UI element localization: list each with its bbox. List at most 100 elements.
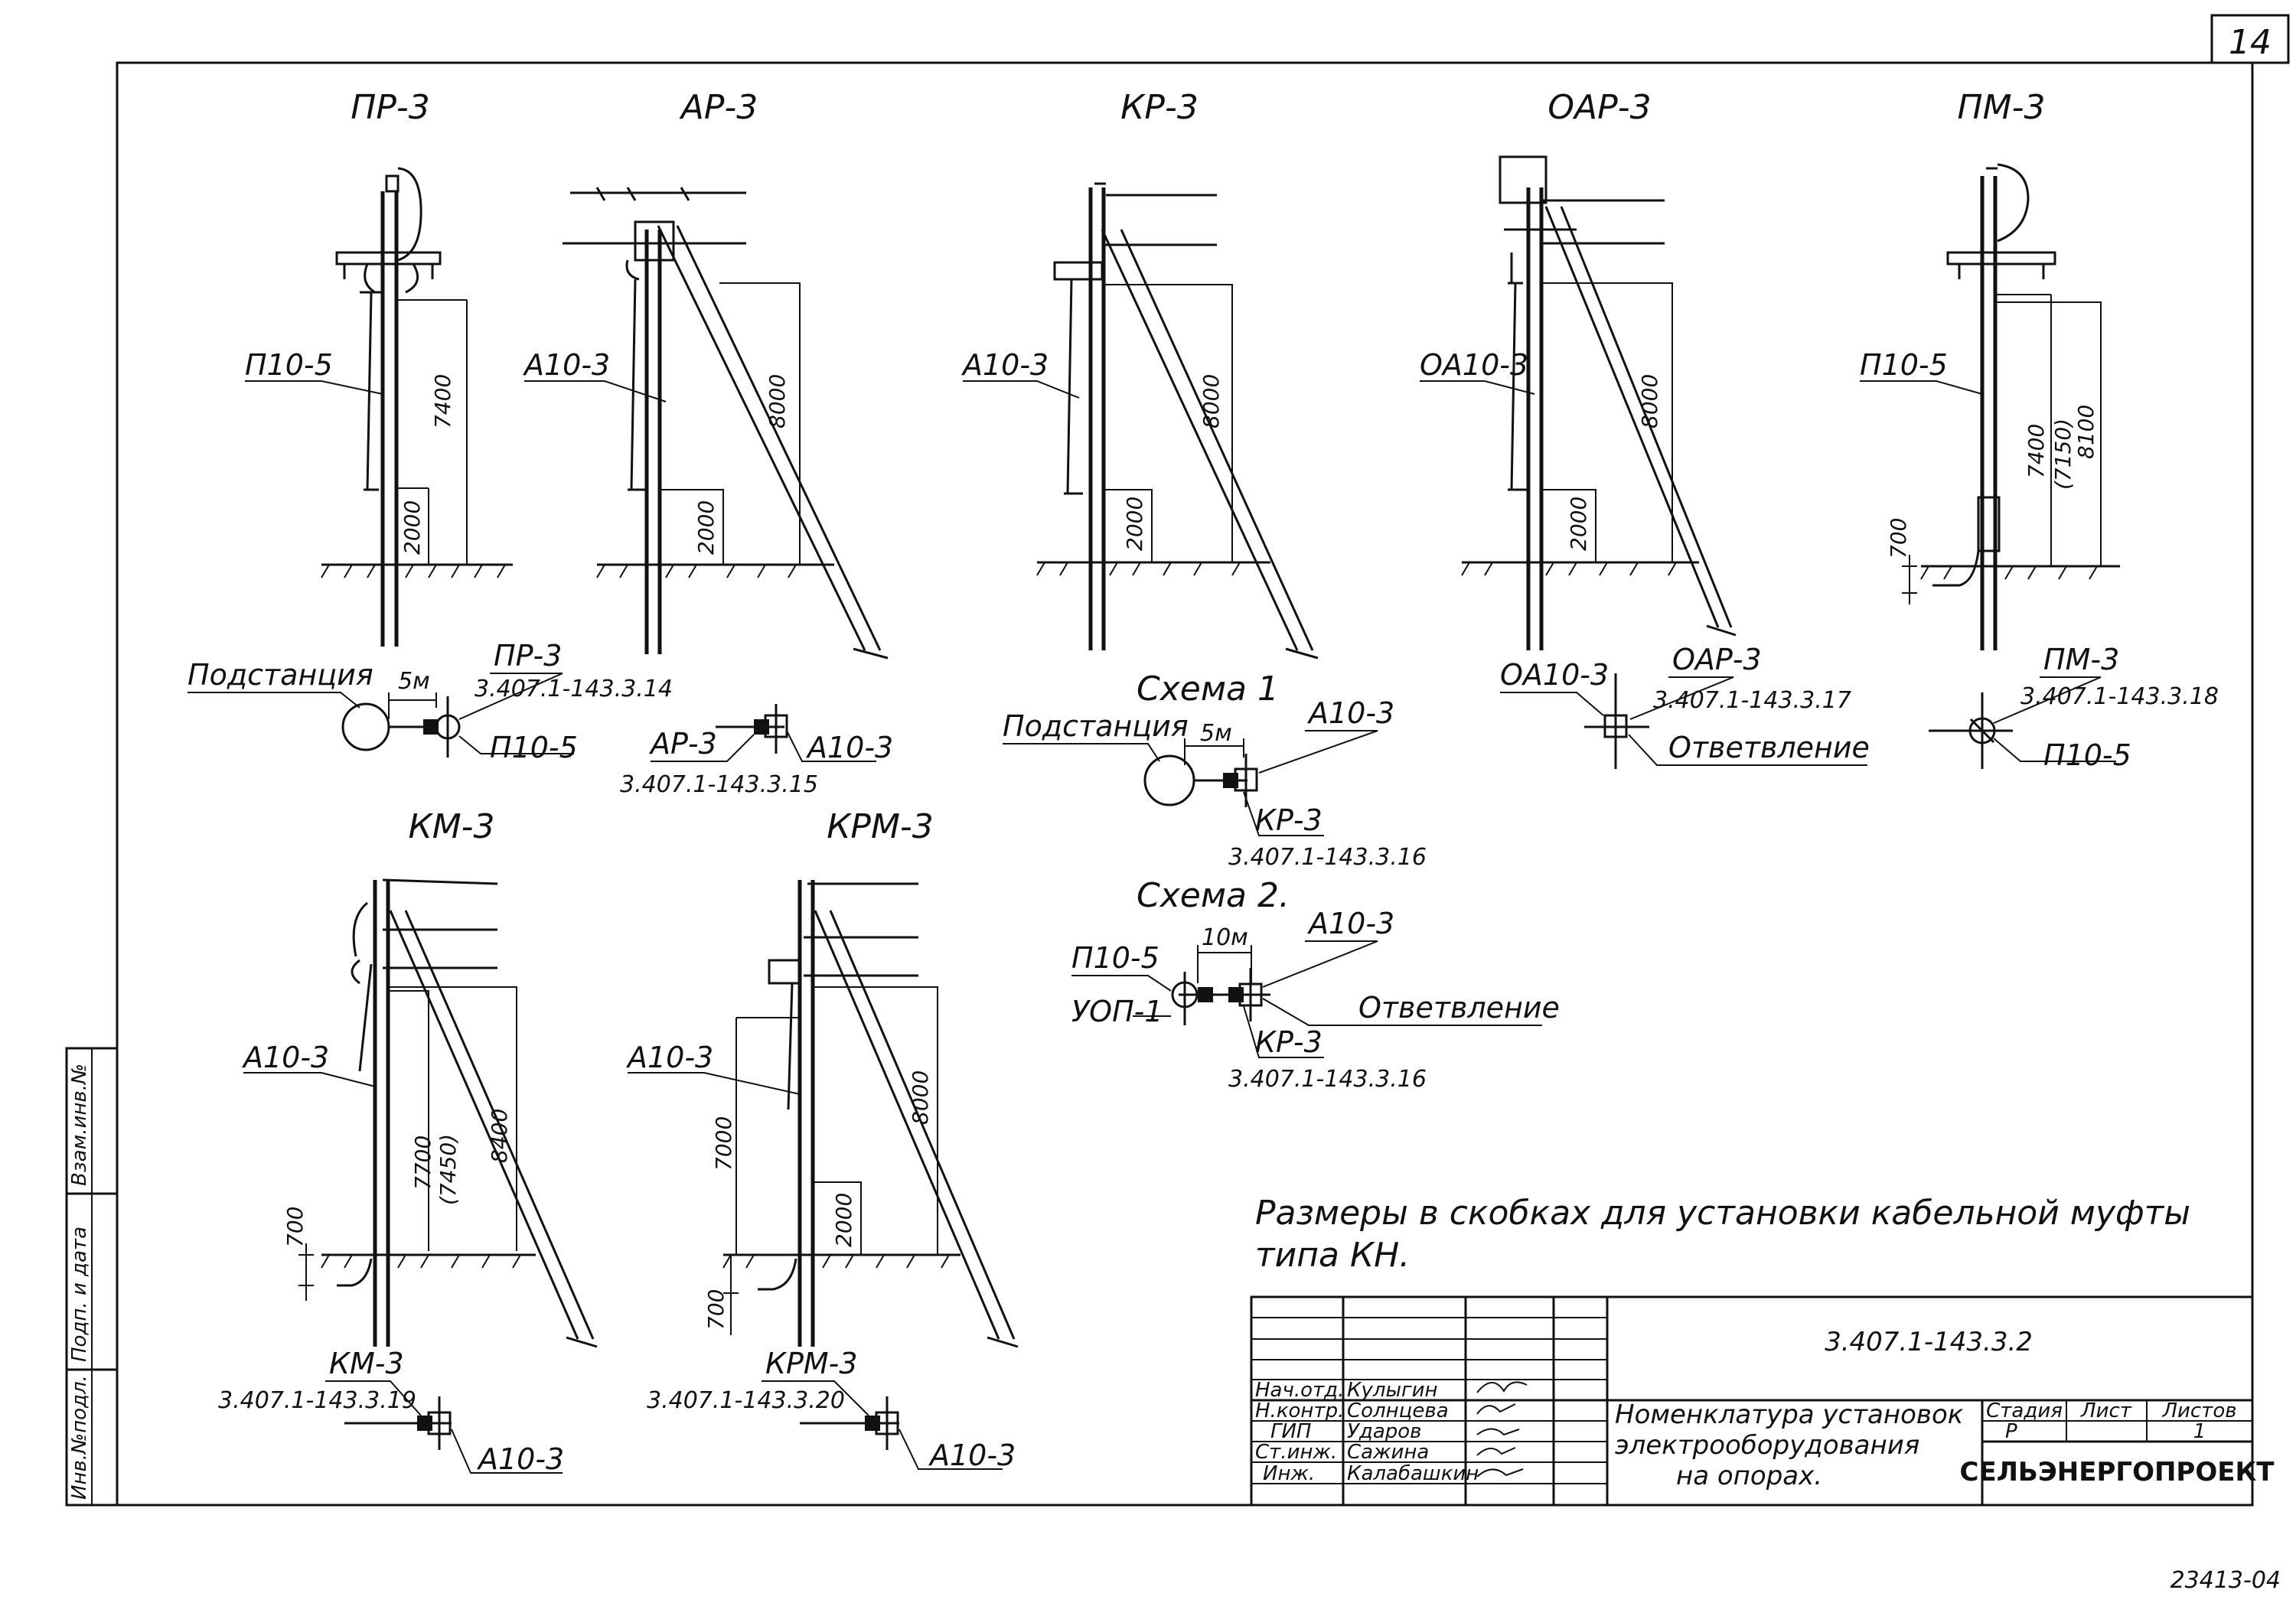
installation-pr3: ПР-3 7400 2000 П10-5 bbox=[245, 88, 513, 647]
scheme2-p1: П10-5 bbox=[1071, 941, 1159, 975]
scheme-ar3-name: АР-3 bbox=[648, 727, 717, 761]
dim-pm3-depth: 700 bbox=[1886, 518, 1911, 559]
sheet-number: 14 bbox=[2229, 23, 2272, 62]
sheets-label: Листов bbox=[2161, 1399, 2236, 1422]
side-label-replace: Взам.инв.№ bbox=[68, 1064, 91, 1186]
dim-pm3-h: 7400 bbox=[2024, 424, 2049, 478]
scheme-ar3-code: 3.407.1-143.3.15 bbox=[620, 771, 818, 798]
scheme-oar3-branch: Ответвление bbox=[1668, 731, 1870, 764]
archive-number: 23413-04 bbox=[2170, 1567, 2281, 1594]
scheme1-dist: 5м bbox=[1200, 720, 1232, 747]
scheme1-code: 3.407.1-143.3.16 bbox=[1228, 844, 1427, 871]
doc-title-2: электрооборудования bbox=[1615, 1430, 1919, 1461]
signature-rows: Нач.отд. Кулыгин Н.контр. Солнцева ГИП У… bbox=[1255, 1379, 1479, 1485]
dim-km3-depth: 700 bbox=[282, 1207, 308, 1247]
scheme1-part: А10-3 bbox=[1306, 696, 1394, 730]
side-label-inv: Инв.№подл. bbox=[68, 1375, 91, 1500]
part-pm3: П10-5 bbox=[1860, 348, 1948, 382]
part-krm3: А10-3 bbox=[625, 1041, 713, 1074]
dim-krm3-low: 2000 bbox=[831, 1193, 856, 1247]
note-line-2: типа КН. bbox=[1255, 1236, 1410, 1275]
part-oar3: ОА10-3 bbox=[1420, 348, 1528, 382]
dim-pr3-low: 2000 bbox=[400, 500, 425, 555]
scheme-km3-code: 3.407.1-143.3.19 bbox=[218, 1387, 416, 1414]
organization: СЕЛЬЭНЕРГОПРОЕКТ bbox=[1960, 1457, 2275, 1487]
scheme-pr3-part: П10-5 bbox=[490, 731, 578, 764]
dim-ar3-h: 8000 bbox=[765, 374, 790, 428]
scheme-pr3: Подстанция 5м ПР-3 3.407.1-143.3.14 П10-… bbox=[188, 639, 673, 764]
scheme2-branch: Ответвление bbox=[1358, 991, 1560, 1025]
scheme-krm3: КРМ-3 3.407.1-143.3.20 А10-3 bbox=[647, 1347, 1016, 1472]
scheme-pm3-part: П10-5 bbox=[2043, 738, 2131, 772]
dim-km3-max: 8400 bbox=[487, 1109, 512, 1163]
title-oar3: ОАР-3 bbox=[1548, 88, 1651, 127]
scheme-pm3: ПМ-3 3.407.1-143.3.18 П10-5 bbox=[1929, 643, 2219, 772]
doc-title-3: на опорах. bbox=[1676, 1461, 1822, 1491]
scheme-ar3: АР-3 3.407.1-143.3.15 А10-3 bbox=[620, 704, 893, 798]
dim-pm3-h2: (7150) bbox=[2050, 419, 2076, 490]
dim-kr3-h: 8000 bbox=[1199, 374, 1224, 428]
scheme1-name: КР-3 bbox=[1255, 803, 1322, 837]
side-stamp: Инв.№подл. Подп. и дата Взам.инв.№ bbox=[65, 1047, 119, 1507]
dim-km3-h: 7700 bbox=[410, 1135, 435, 1190]
scheme-pr3-dist: 5м bbox=[398, 668, 430, 695]
dim-oar3-low: 2000 bbox=[1566, 497, 1591, 551]
inner-frame bbox=[116, 61, 2254, 1507]
scheme-pr3-node bbox=[423, 719, 439, 735]
note-line-1: Размеры в скобках для установки кабельно… bbox=[1255, 1194, 2190, 1233]
scheme-pm3-name: ПМ-3 bbox=[2043, 643, 2119, 676]
sig-name-2: Солнцева bbox=[1347, 1399, 1449, 1422]
scheme-2: Схема 2. П10-5 УОП-1 10м А10-3 Ответвлен… bbox=[1071, 876, 1560, 1093]
sig-name-3: Ударов bbox=[1347, 1420, 1422, 1443]
sig-role-4: Ст.инж. bbox=[1255, 1441, 1337, 1464]
sig-name-5: Калабашкин bbox=[1347, 1462, 1479, 1485]
scheme1-substation: Подстанция bbox=[1003, 709, 1189, 743]
installation-pm3: ПМ-3 7400 (7150) 8100 700 П10-5 bbox=[1860, 88, 2120, 650]
scheme2-dist: 10м bbox=[1202, 924, 1248, 951]
installation-oar3: ОАР-3 8000 2000 ОА10-3 bbox=[1420, 88, 1737, 650]
title-kr3: КР-3 bbox=[1120, 88, 1199, 127]
installation-km3: КМ-3 7700 (7450) 8400 700 А10-3 bbox=[241, 807, 598, 1348]
doc-title-1: Номенклатура установок bbox=[1615, 1399, 1964, 1430]
doc-code: 3.407.1-143.3.2 bbox=[1825, 1327, 2033, 1357]
handwritten-signatures bbox=[1476, 1381, 1528, 1478]
scheme-krm3-code: 3.407.1-143.3.20 bbox=[647, 1387, 845, 1414]
dim-kr3-low: 2000 bbox=[1122, 497, 1147, 551]
dim-krm3-max: 8000 bbox=[908, 1070, 933, 1125]
sheet-number-box bbox=[2210, 14, 2290, 64]
scheme-ar3-part: А10-3 bbox=[805, 731, 893, 764]
dim-krm3-depth: 700 bbox=[703, 1289, 729, 1330]
scheme-pr3-name: ПР-3 bbox=[494, 639, 562, 673]
scheme-oar3-part: ОА10-3 bbox=[1500, 658, 1609, 692]
sig-role-1: Нач.отд. bbox=[1255, 1379, 1344, 1402]
dim-ar3-low: 2000 bbox=[693, 500, 719, 555]
scheme-oar3-name: ОАР-3 bbox=[1672, 643, 1762, 676]
side-label-sign: Подп. и дата bbox=[68, 1227, 91, 1362]
scheme2-part: А10-3 bbox=[1306, 907, 1394, 940]
part-ar3: А10-3 bbox=[522, 348, 610, 382]
sheets-value: 1 bbox=[2193, 1420, 2206, 1443]
part-kr3: А10-3 bbox=[960, 348, 1049, 382]
dim-pr3-h: 7400 bbox=[430, 374, 455, 428]
scheme-oar3: ОА10-3 ОАР-3 3.407.1-143.3.17 Ответвлени… bbox=[1500, 643, 1870, 769]
title-pr3: ПР-3 bbox=[351, 88, 430, 127]
scheme-pm3-code: 3.407.1-143.3.18 bbox=[2020, 683, 2219, 710]
stage-value: Р bbox=[2005, 1420, 2017, 1443]
title-km3: КМ-3 bbox=[408, 807, 494, 846]
sig-role-3: ГИП bbox=[1270, 1420, 1312, 1443]
scheme-km3-name: КМ-3 bbox=[329, 1347, 404, 1380]
scheme-oar3-code: 3.407.1-143.3.17 bbox=[1653, 687, 1851, 714]
scheme-1: Схема 1 Подстанция 5м А10-3 КР-3 3.407.1… bbox=[1003, 670, 1427, 871]
title-krm3: КРМ-3 bbox=[827, 807, 934, 846]
scheme-pr3-code: 3.407.1-143.3.14 bbox=[475, 676, 673, 702]
dim-oar3-h: 8000 bbox=[1637, 374, 1662, 428]
sig-name-1: Кулыгин bbox=[1347, 1379, 1438, 1402]
sig-role-2: Н.контр. bbox=[1255, 1399, 1344, 1422]
installation-krm3: КРМ-3 7000 8000 2000 700 А10-3 bbox=[625, 807, 1019, 1348]
scheme2-p2: УОП-1 bbox=[1071, 995, 1163, 1028]
sig-role-5: Инж. bbox=[1263, 1462, 1315, 1485]
scheme-krm3-name: КРМ-3 bbox=[765, 1347, 858, 1380]
installation-ar3: АР-3 8000 2000 А10-3 bbox=[522, 88, 889, 660]
stage-label: Стадия bbox=[1986, 1399, 2063, 1422]
